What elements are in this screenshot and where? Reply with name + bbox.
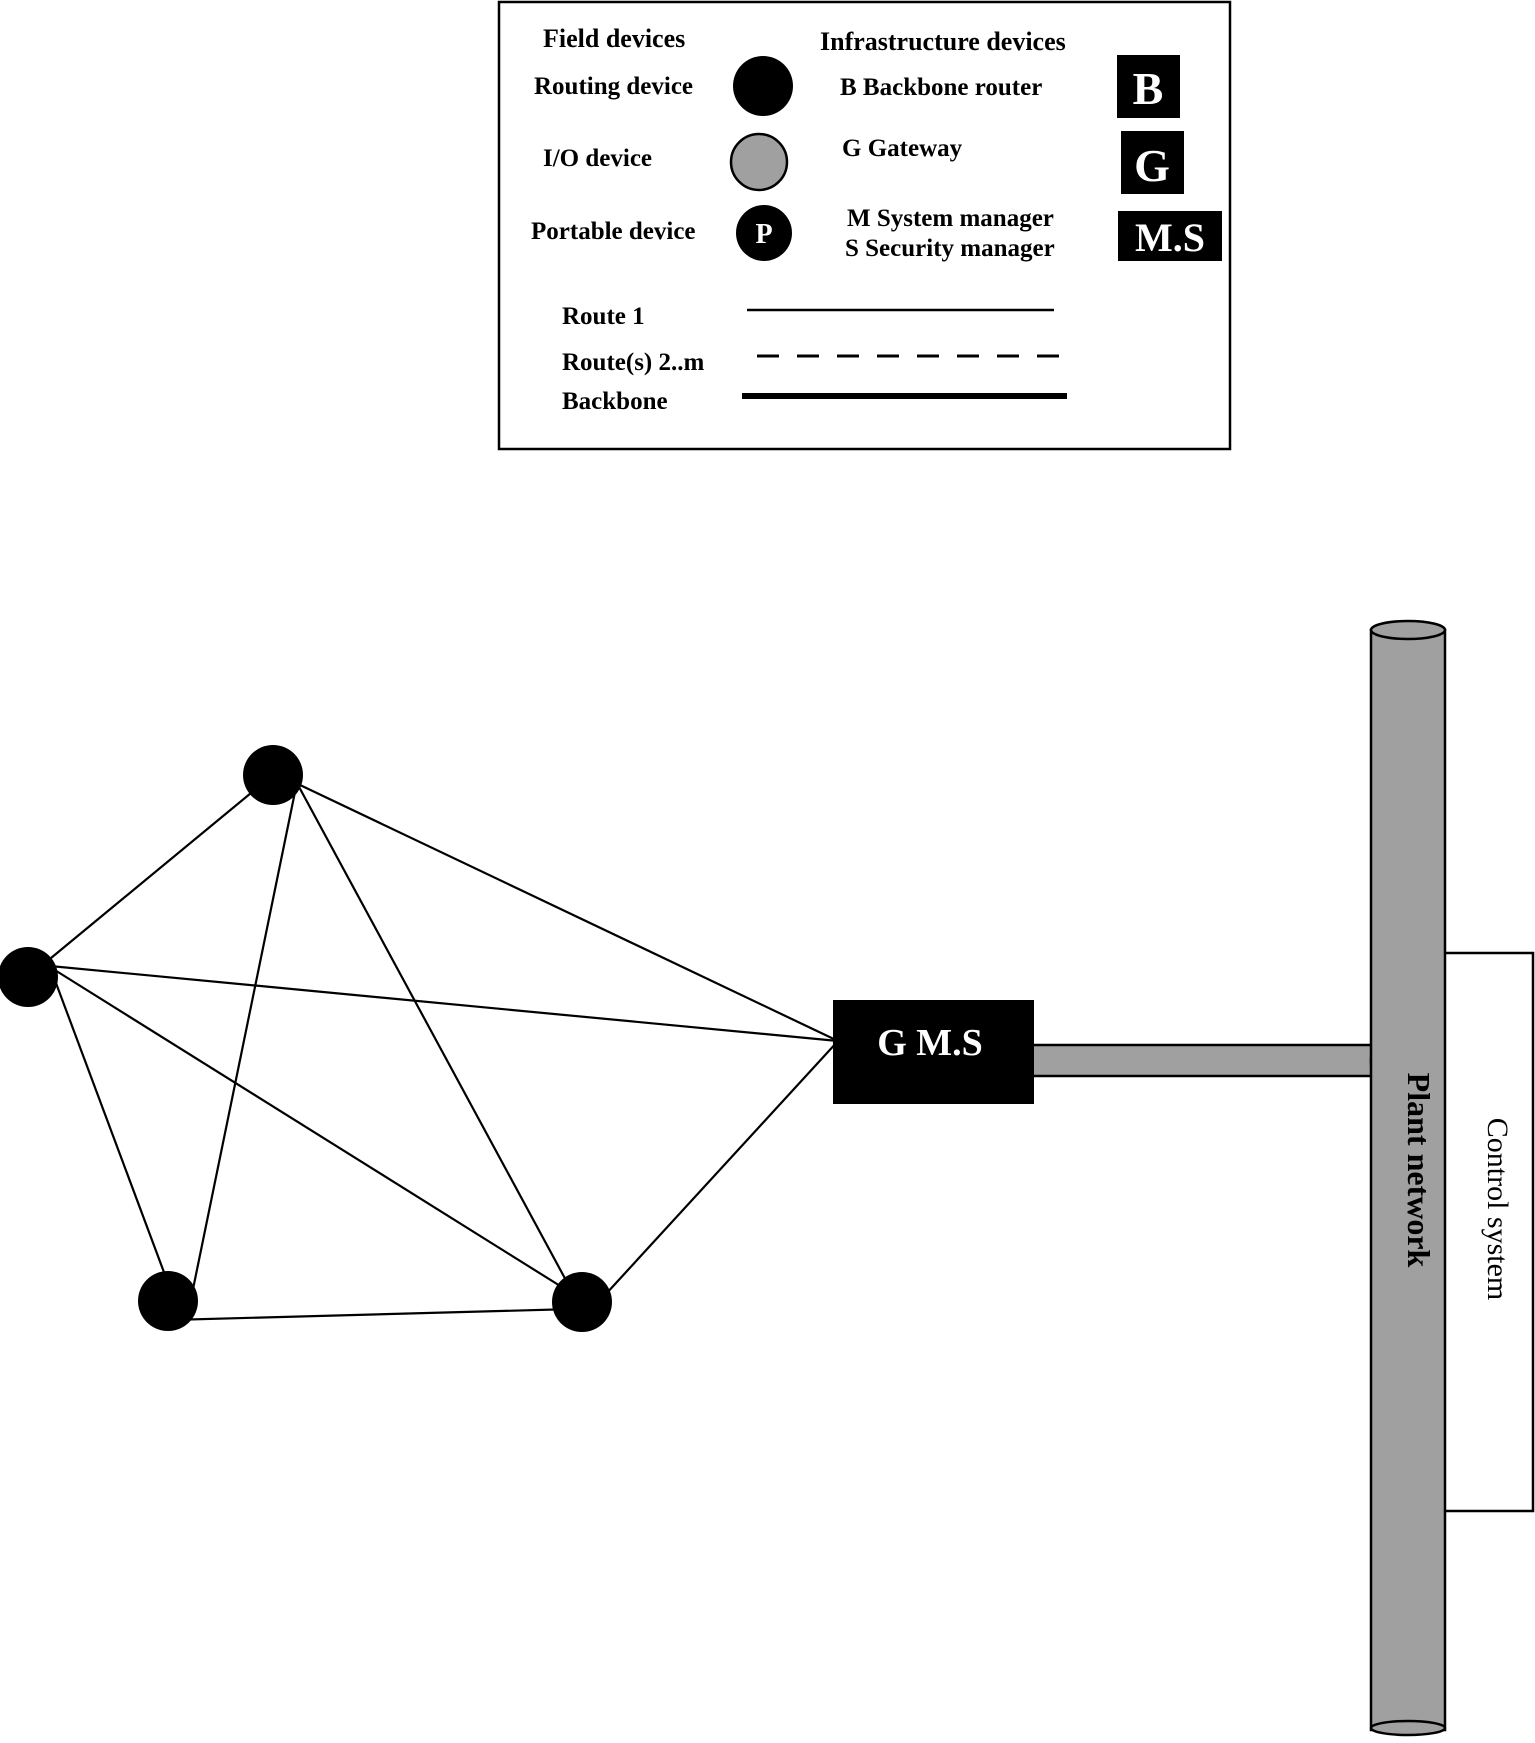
legend-manager-symbol: M.S [1135,215,1205,260]
link-top-bottom-right [297,784,569,1285]
routing-device-node-top [243,745,303,805]
legend-backbone-label: Backbone [562,388,668,415]
legend-manager-icon [1118,211,1222,261]
legend-backbone-router-label: B Backbone router [840,74,1042,101]
legend-routing-device-icon [733,56,793,116]
link-left-gateway [49,964,839,1043]
legend-system-manager-label: M System manager [847,205,1054,232]
legend: Field devices Infrastructure devices Rou… [497,0,1232,451]
legend-io-device-icon [729,132,789,192]
routing-nodes [0,745,612,1332]
legend-gateway-symbol: G [1134,140,1170,191]
legend-portable-device-label: Portable device [531,218,696,245]
link-bottom-right-gateway [593,1040,839,1308]
plant-network-bottom-cap [1369,1719,1447,1737]
gateway-manager-box [833,1000,1034,1104]
plant-network-top-cap [1369,619,1447,641]
control-system-box [1441,951,1535,1513]
legend-routing-device-label: Routing device [534,73,693,100]
mesh-links [27,773,839,1322]
legend-gateway-icon [1121,131,1184,194]
legend-frame [497,0,1232,451]
backbone-connector [1028,1043,1380,1078]
gateway-manager-label: G M.S [877,1022,983,1064]
legend-portable-device-icon [736,205,792,261]
legend-gateway-label: G Gateway [842,135,963,162]
routing-device-node-bottom-right [552,1272,612,1332]
plant-network-pipe: Plant network [1369,619,1447,1737]
legend-infrastructure-heading: Infrastructure devices [820,27,1066,56]
legend-io-device-label: I/O device [543,145,652,172]
plant-network-label: Plant network [1401,1073,1437,1268]
link-top-gateway [299,784,839,1042]
link-left-bottom-right [49,966,566,1290]
control-system-label: Control system [1481,1118,1514,1301]
legend-field-devices-heading: Field devices [543,24,685,53]
routing-device-node-left [0,947,58,1007]
legend-security-manager-label: S Security manager [845,235,1055,262]
legend-backbone-router-symbol: B [1133,63,1164,114]
link-top-left [27,773,275,978]
link-left-bottom-left [48,966,170,1284]
link-top-bottom-left [190,786,298,1295]
legend-portable-symbol: P [755,219,772,250]
legend-routes-2m-label: Route(s) 2..m [562,349,705,376]
legend-route1-label: Route 1 [562,303,645,330]
link-bottom-left-bottom-right [169,1307,575,1322]
legend-backbone-router-icon [1117,55,1180,118]
routing-device-node-bottom-left [138,1271,198,1331]
plant-network-body [1369,628,1447,1732]
